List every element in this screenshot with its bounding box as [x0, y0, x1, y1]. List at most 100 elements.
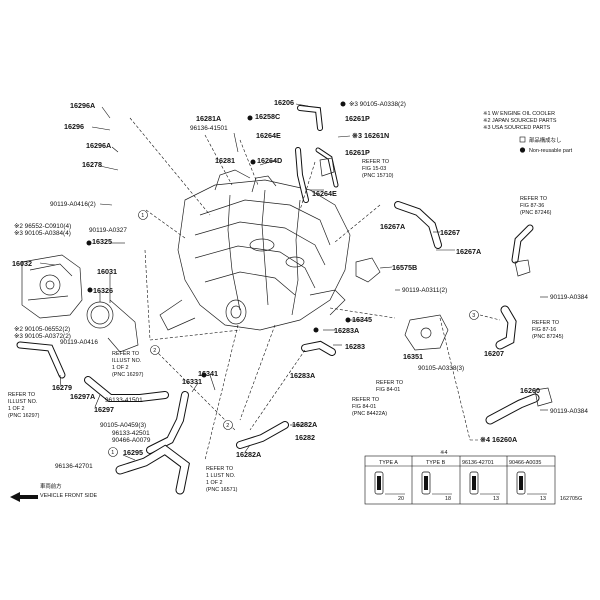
label-90119-a0384-b: 90119-A0384 — [550, 408, 588, 415]
table-note: ※4 — [440, 450, 448, 456]
table-header-96136: 96136-42701 — [462, 460, 494, 466]
svg-text:FIG 87-16: FIG 87-16 — [532, 327, 556, 333]
legend-line-2: ※2 JAPAN SOURCED PARTS — [483, 118, 557, 124]
valve-87245 — [514, 259, 531, 277]
label-16260: 16260 — [520, 386, 540, 395]
dim-90466: 13 — [540, 496, 546, 502]
label-90105-a0338-2: ※3 90105-A0338(2) — [349, 101, 406, 108]
svg-text:FIG 87-36: FIG 87-36 — [520, 203, 544, 209]
label-16267a-2: 16267A — [456, 247, 481, 256]
label-96133-42501: 96133-42501 — [112, 430, 150, 437]
no-part-symbol-icon — [519, 136, 526, 143]
svg-text:FIG 15-03: FIG 15-03 — [362, 166, 386, 172]
front-arrow-icon — [10, 492, 38, 502]
svg-text:REFER TO: REFER TO — [206, 466, 233, 472]
svg-text:(PNC 84422A): (PNC 84422A) — [352, 411, 387, 417]
label-16261p-2: 16261P — [345, 148, 370, 157]
legend-symbol-2: Non-reusable part — [529, 148, 573, 154]
callout-5: 3 — [472, 313, 475, 319]
part-labels: 16296A 16296 16296A 16278 90119-A0416(2)… — [12, 98, 588, 470]
water-outlet-housing — [21, 254, 83, 319]
water-inlet-16351 — [404, 314, 449, 351]
svg-text:(PNC 16297): (PNC 16297) — [8, 413, 40, 419]
label-16279: 16279 — [52, 383, 72, 392]
label-16297: 16297 — [94, 405, 114, 414]
legend-line-1: ※1 W/ ENGINE OIL COOLER — [483, 111, 555, 117]
label-16345: 16345 — [352, 315, 372, 324]
label-16258c: 16258C — [255, 112, 280, 121]
label-16278: 16278 — [82, 160, 102, 169]
dim-96136: 13 — [493, 496, 499, 502]
label-16283a: 16283A — [334, 326, 359, 335]
label-16296: 16296 — [64, 122, 84, 131]
label-16297a: 16297A — [70, 392, 95, 401]
svg-text:(PNC 87246): (PNC 87246) — [520, 210, 552, 216]
svg-text:REFER TO: REFER TO — [8, 392, 35, 398]
legend-line-3: ※3 USA SOURCED PARTS — [483, 125, 551, 131]
sensor-16264e — [319, 157, 335, 177]
dim-type-b: 18 — [445, 496, 451, 502]
clamp-type-table: ※4 TYPE A TYPE B 96136-42701 90466-A0035… — [364, 450, 556, 505]
refer-fig-87-36: REFER TO FIG 87-36 (PNC 87246) — [520, 196, 552, 216]
callout-2: 2 — [153, 348, 156, 354]
label-16031: 16031 — [97, 267, 117, 276]
refer-to-blocks: REFER TO FIG 15-03 (PNC 15710) REFER TO … — [8, 159, 564, 493]
callout-4: 1 — [111, 450, 114, 456]
legend-symbol-1: 部品構成なし — [529, 136, 561, 144]
legend: ※1 W/ ENGINE OIL COOLER ※2 JAPAN SOURCED… — [483, 111, 573, 154]
label-16281: 16281 — [215, 156, 235, 165]
dashed-reference-lines — [129, 117, 501, 461]
label-16575b: 16575B — [392, 263, 417, 272]
label-16296a-top: 16296A — [70, 101, 95, 110]
label-16326: 16326 — [93, 286, 113, 295]
svg-text:REFER TO: REFER TO — [352, 397, 379, 403]
label-16261p: 16261P — [345, 114, 370, 123]
callout-markers: 1 2 2 1 3 — [108, 210, 479, 457]
label-90466-a0079: 90466-A0079 — [112, 437, 151, 444]
label-90119-a0416-2: 90119-A0416(2) — [50, 201, 96, 208]
label-16267: 16267 — [440, 228, 460, 237]
non-reusable-markers — [86, 101, 351, 378]
clamp-90466-icon — [516, 471, 547, 495]
label-90105-a0338-3: 90105-A0338(3) — [418, 365, 464, 372]
table-header-90466: 90466-A0035 — [509, 460, 541, 466]
svg-text:REFER TO: REFER TO — [362, 159, 389, 165]
table-header-type-b: TYPE B — [426, 460, 446, 466]
label-16264d: 16264D — [257, 156, 282, 165]
label-16282: 16282 — [295, 433, 315, 442]
label-90105-a0384: ※3 90105-A0384(4) — [14, 230, 71, 237]
svg-text:REFER TO: REFER TO — [376, 380, 403, 386]
label-16281a: 16281A — [196, 114, 221, 123]
label-16267a: 16267A — [380, 222, 405, 231]
callout-1: 1 — [141, 213, 144, 219]
label-16282a: 16282A — [292, 420, 317, 429]
table-header-type-a: TYPE A — [379, 460, 398, 466]
label-16282a-2: 16282A — [236, 450, 261, 459]
svg-text:(PNC 87245): (PNC 87245) — [532, 334, 564, 340]
label-16296a: 16296A — [86, 141, 111, 150]
refer-fig-15-03: REFER TO FIG 15-03 (PNC 15710) — [362, 159, 394, 179]
label-96136-41501: 96136-41501 — [190, 125, 228, 132]
svg-text:FIG 84-01: FIG 84-01 — [376, 387, 400, 393]
clamp-type-a-icon — [374, 471, 405, 495]
label-16206: 16206 — [274, 98, 294, 107]
valve-16260 — [534, 387, 553, 407]
refer-illust-1-of-2-b: REFER TO ILLUST NO. 1 OF 2 (PNC 16297) — [8, 392, 40, 419]
label-16283a-2: 16283A — [290, 371, 315, 380]
label-16325: 16325 — [92, 237, 112, 246]
label-90119-a0416: 90119-A0416 — [60, 339, 98, 346]
refer-illust-1-of-2-a: REFER TO ILLUST NO. 1 OF 2 (PNC 16297) — [112, 351, 144, 378]
label-96136-42701: 96136-42701 — [55, 463, 93, 470]
label-90105-a0372: ※3 90105-A0372(2) — [14, 333, 71, 340]
bracket-16575b — [355, 257, 381, 283]
label-16341: 16341 — [198, 369, 218, 378]
label-90105-a0459: 90105-A0459(3) — [100, 422, 146, 429]
label-16331: 16331 — [182, 377, 202, 386]
svg-text:1 LUST NO.: 1 LUST NO. — [206, 473, 235, 479]
clamp-96136-icon — [469, 471, 500, 495]
vehicle-front-indicator: 車両前方 VEHICLE FRONT SIDE — [10, 482, 98, 502]
label-16351: 16351 — [403, 352, 423, 361]
callout-3: 2 — [226, 423, 229, 429]
label-16283: 16283 — [345, 342, 365, 351]
